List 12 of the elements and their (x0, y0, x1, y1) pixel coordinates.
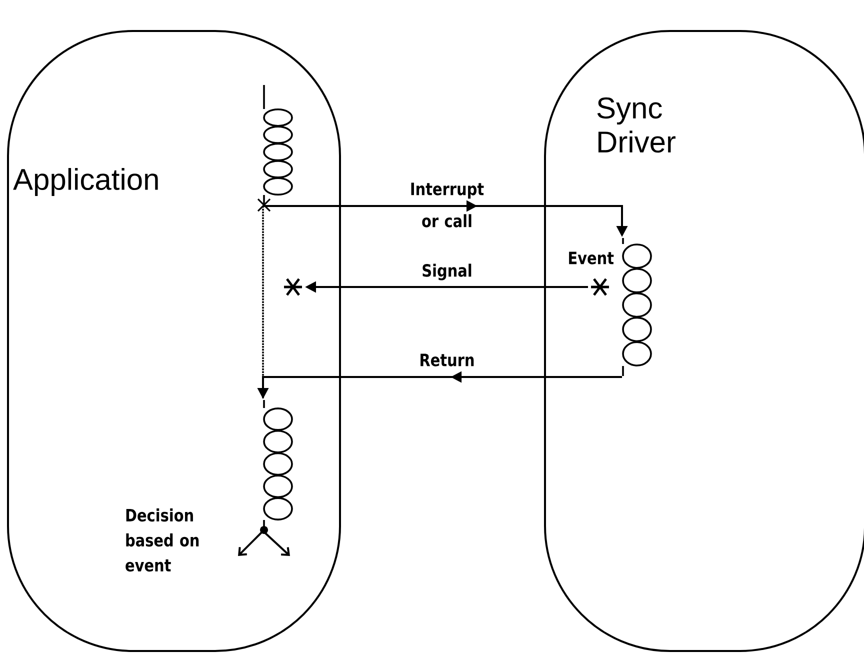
coil-drawing (622, 237, 652, 377)
arrow (238, 530, 264, 556)
side-label: Event (569, 252, 614, 264)
asterisk-mark (282, 278, 304, 296)
coil-drawing (257, 84, 293, 212)
edge-label: Signal (422, 264, 472, 280)
coil-drawing (260, 399, 293, 534)
side-label: Decision based on event (126, 508, 199, 572)
edge-label: Interrupt or call (411, 182, 484, 228)
asterisk-mark (590, 278, 610, 296)
edge-label: Return (420, 354, 474, 366)
arrow (262, 530, 290, 556)
